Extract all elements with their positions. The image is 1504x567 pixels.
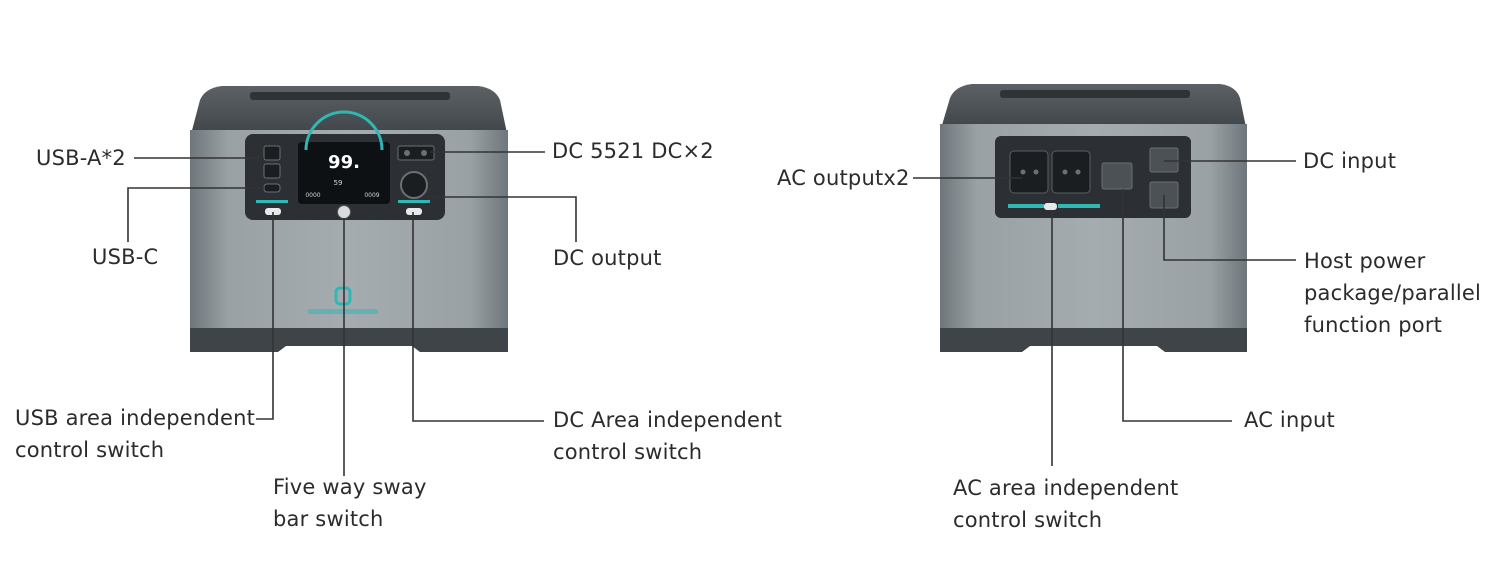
leader-ac-input: [1122, 189, 1232, 422]
label-host-port-line3: function port: [1304, 313, 1443, 337]
label-dc-5521: DC 5521 DC×2: [552, 139, 714, 163]
label-host-port-line2: package/parallel: [1304, 281, 1482, 305]
leader-lines: [127, 151, 1296, 476]
dc-output-socket: [400, 171, 428, 199]
center-readout: 59: [334, 179, 343, 187]
brand-logo: [334, 286, 352, 306]
left-readout: 0000: [305, 192, 320, 199]
leader-dc-output: [427, 196, 577, 242]
five-way-sway-switch[interactable]: [337, 205, 351, 219]
label-usb-switch-line2: control switch: [15, 438, 165, 462]
battery-percent-readout: 99.: [328, 152, 360, 173]
ac-output-socket: [1051, 150, 1091, 194]
label-ac-output: AC outputx2: [777, 166, 910, 190]
front-power-station: 99. 59 0000 0009: [190, 86, 508, 352]
front-display-screen: [298, 142, 390, 204]
leader-usb-switch: [256, 212, 274, 420]
label-usb-c: USB-C: [92, 245, 159, 269]
label-dc-switch-line2: control switch: [553, 440, 703, 464]
usb-a-port: [263, 145, 281, 161]
ac-input-port: [1101, 162, 1133, 190]
label-ac-input: AC input: [1244, 408, 1335, 432]
label-dc-input: DC input: [1303, 149, 1397, 173]
label-ac-switch-line1: AC area independent: [953, 476, 1179, 500]
dc-area-switch[interactable]: [406, 208, 422, 215]
label-usb-switch-line1: USB area independent: [15, 406, 256, 430]
rear-power-station: [940, 84, 1247, 352]
usb-a-port: [263, 163, 281, 179]
leader-host-port: [1163, 195, 1296, 261]
right-readout: 0009: [364, 192, 379, 199]
label-ac-switch-line2: control switch: [953, 508, 1103, 532]
leader-usb-c: [127, 187, 264, 242]
label-usb-a: USB-A*2: [36, 146, 126, 170]
label-dc-switch-line1: DC Area independent: [553, 408, 783, 432]
usb-area-switch[interactable]: [265, 208, 281, 215]
ac-output-socket: [1009, 150, 1049, 194]
dc-5521-ports: [397, 145, 435, 161]
leader-dc-switch: [412, 212, 544, 422]
dc-input-port: [1149, 147, 1179, 173]
label-dc-output: DC output: [553, 246, 662, 270]
ac-area-switch[interactable]: [1044, 203, 1057, 210]
usb-c-port: [263, 183, 281, 193]
label-sway-switch-line1: Five way sway: [273, 475, 427, 499]
label-sway-switch-line2: bar switch: [273, 507, 384, 531]
label-host-port-line1: Host power: [1304, 249, 1426, 273]
